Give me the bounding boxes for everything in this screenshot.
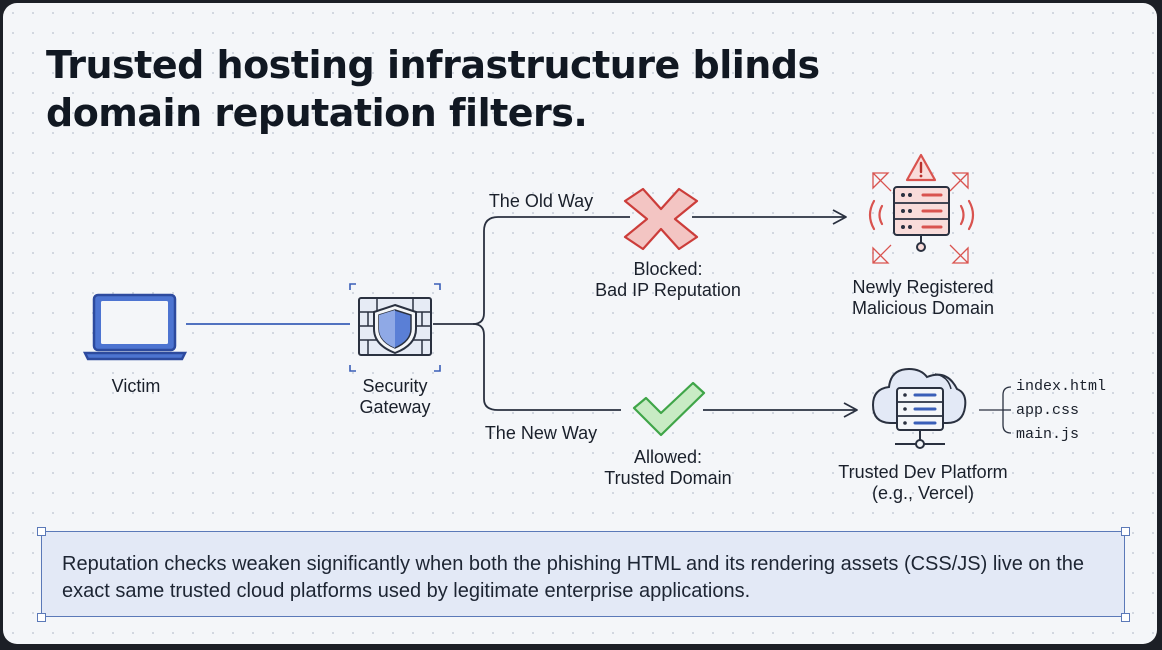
gateway-label: Security Gateway	[359, 376, 431, 417]
gateway-shield-icon	[349, 283, 441, 372]
note-corner-handle	[1121, 527, 1130, 536]
note-corner-handle	[37, 527, 46, 536]
old-way-branch	[433, 216, 630, 325]
page-title: Trusted hosting infrastructure blinds do…	[46, 43, 820, 135]
file-item: main.js	[1016, 426, 1080, 443]
new-way-label: The New Way	[484, 423, 598, 443]
blocked-x-icon	[623, 187, 699, 251]
connectors	[186, 209, 858, 418]
file-item: app.css	[1016, 402, 1080, 419]
infographic-card: Trusted hosting infrastructure blinds do…	[3, 3, 1157, 644]
blocked-label: Blocked: Bad IP Reputation	[595, 259, 741, 300]
laptop-icon	[82, 293, 188, 361]
new-way-arrowhead	[843, 402, 858, 418]
malicious-server-icon	[868, 153, 975, 264]
victim-label: Victim	[111, 376, 161, 396]
old-way-label: The Old Way	[488, 191, 594, 211]
file-item: index.html	[1016, 378, 1107, 395]
allowed-label: Allowed: Trusted Domain	[604, 447, 732, 488]
new-way-branch	[472, 323, 621, 411]
note-corner-handle	[37, 613, 46, 622]
flow-diagram	[82, 153, 1012, 449]
trusted-platform-label: Trusted Dev Platform (e.g., Vercel)	[838, 462, 1008, 503]
allowed-check-icon	[632, 381, 706, 437]
malicious-domain-label: Newly Registered Malicious Domain	[851, 277, 995, 318]
file-tree-bracket	[979, 386, 1012, 434]
old-way-arrowhead	[832, 209, 847, 225]
trusted-cloud-server-icon	[871, 367, 967, 449]
note-text: Reputation checks weaken significantly w…	[62, 553, 1085, 602]
note-corner-handle	[1121, 613, 1130, 622]
note-box: Reputation checks weaken significantly w…	[41, 531, 1125, 617]
